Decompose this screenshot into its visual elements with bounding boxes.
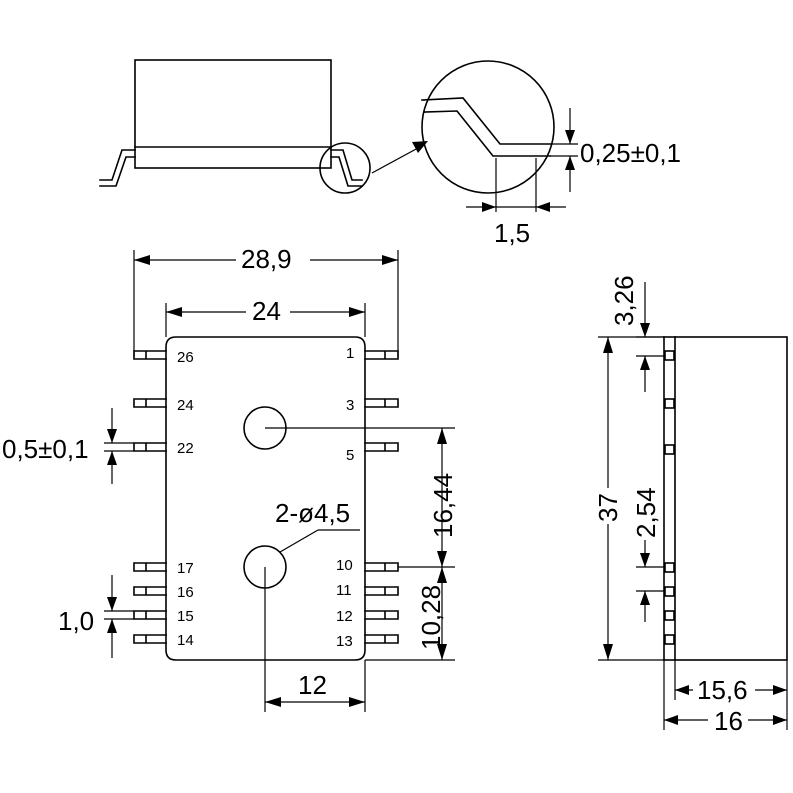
pin-label-5: 5 <box>346 447 354 464</box>
pin-label-12: 12 <box>336 608 353 625</box>
lead-thickness-label: 0,25±0,1 <box>580 138 681 168</box>
pin-label-14: 14 <box>177 632 194 649</box>
pin-label-22: 22 <box>177 440 194 457</box>
overall-width-label: 28,9 <box>241 244 292 274</box>
hole-label: 2-ø4,5 <box>275 498 350 528</box>
detail-marker-circle <box>319 142 371 194</box>
pin-label-26: 26 <box>177 349 194 366</box>
top-offset-label: 3,26 <box>609 275 639 326</box>
left-pins: 26 24 22 17 16 15 14 <box>133 349 194 649</box>
hole-to-bottom-label: 10,28 <box>416 585 446 650</box>
pin-label-1: 1 <box>346 345 354 362</box>
hole-horizontal-label: 12 <box>298 670 327 700</box>
height-label: 37 <box>593 493 623 522</box>
pitch-label: 1,0 <box>58 606 94 636</box>
right-pins: 1 3 5 10 11 12 13 <box>336 345 399 650</box>
pin-label-13: 13 <box>336 633 353 650</box>
hole-spacing-label: 16,44 <box>428 473 458 538</box>
pin-label-24: 24 <box>177 397 194 414</box>
lead-foot-label: 1,5 <box>494 218 530 248</box>
end-view: 3,26 2,54 37 15,6 16 <box>593 275 788 736</box>
side-pins <box>664 350 675 645</box>
side-pitch-label: 2,54 <box>631 487 661 538</box>
pin-label-16: 16 <box>177 584 194 601</box>
body-depth-label: 15,6 <box>697 675 748 705</box>
pin-label-17: 17 <box>177 560 194 577</box>
pin-label-3: 3 <box>346 397 354 414</box>
pin-width-label: 0,5±0,1 <box>2 434 89 464</box>
pin-label-10: 10 <box>336 557 353 574</box>
pin-label-11: 11 <box>336 582 352 599</box>
side-profile-view <box>99 59 428 194</box>
top-view: 28,9 24 26 24 22 17 16 15 14 <box>2 243 458 712</box>
lead-detail-view: 0,25±0,1 1,5 <box>421 60 681 248</box>
overall-depth-label: 16 <box>714 706 743 736</box>
body-width-label: 24 <box>252 296 281 326</box>
pin-label-15: 15 <box>177 608 194 625</box>
